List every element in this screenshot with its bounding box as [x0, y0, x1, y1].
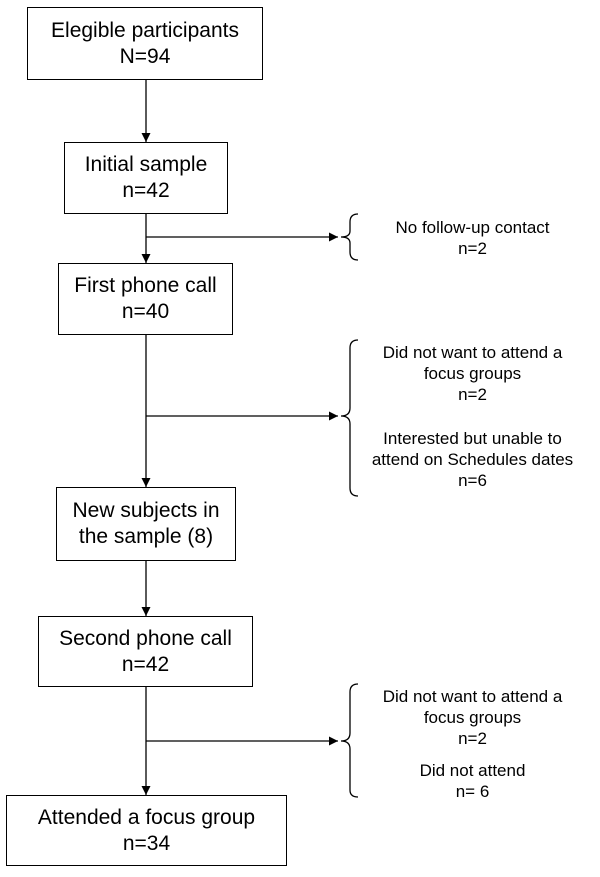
eligible-title: Elegible participants — [51, 18, 239, 42]
second-call-count: n=42 — [121, 652, 170, 676]
brace-second-call-exclusions — [340, 683, 359, 798]
note-line: Interested but unable to — [383, 429, 562, 448]
second-call-title: Second phone call — [59, 626, 232, 650]
note-line: focus groups — [423, 708, 522, 727]
no-followup-count: n=2 — [458, 239, 487, 258]
note-line: Did not want to attend a — [382, 687, 563, 706]
note-count: n=2 — [458, 385, 487, 404]
eligible-count: N=94 — [119, 44, 171, 68]
attended-title: Attended a focus group — [37, 805, 256, 829]
no-followup-title: No follow-up contact — [395, 218, 550, 237]
first-call-unable-note: Interested but unable to attend on Sched… — [360, 428, 585, 491]
second-phone-call-box: Second phone call n=42 — [38, 616, 253, 687]
note-line: attend on Schedules dates — [371, 450, 574, 469]
note-count: n= 6 — [455, 782, 490, 801]
first-call-count: n=40 — [121, 300, 170, 323]
new-subjects-line2: the sample (8) — [78, 525, 214, 548]
brace-first-call-exclusions — [340, 339, 359, 497]
initial-sample-box: Initial sample n=42 — [64, 142, 228, 214]
note-line: focus groups — [423, 364, 522, 383]
brace-no-followup — [340, 213, 359, 261]
initial-count: n=42 — [122, 179, 170, 202]
second-call-declined-note: Did not want to attend a focus groups n=… — [360, 686, 585, 749]
second-call-no-show-note: Did not attend n= 6 — [360, 760, 585, 802]
no-followup-note: No follow-up contact n=2 — [360, 217, 585, 259]
first-call-declined-note: Did not want to attend a focus groups n=… — [360, 342, 585, 405]
first-call-title: First phone call — [74, 274, 217, 297]
note-line: Did not want to attend a — [382, 343, 563, 362]
attended-count: n=34 — [122, 831, 171, 855]
note-line: Did not attend — [419, 761, 526, 780]
attended-focus-group-box: Attended a focus group n=34 — [6, 795, 287, 866]
note-count: n=6 — [458, 471, 487, 490]
new-subjects-line1: New subjects in — [72, 499, 220, 522]
first-phone-call-box: First phone call n=40 — [58, 263, 233, 335]
eligible-participants-box: Elegible participants N=94 — [27, 7, 263, 80]
new-subjects-box: New subjects in the sample (8) — [56, 487, 236, 561]
note-count: n=2 — [458, 729, 487, 748]
initial-title: Initial sample — [84, 153, 208, 176]
